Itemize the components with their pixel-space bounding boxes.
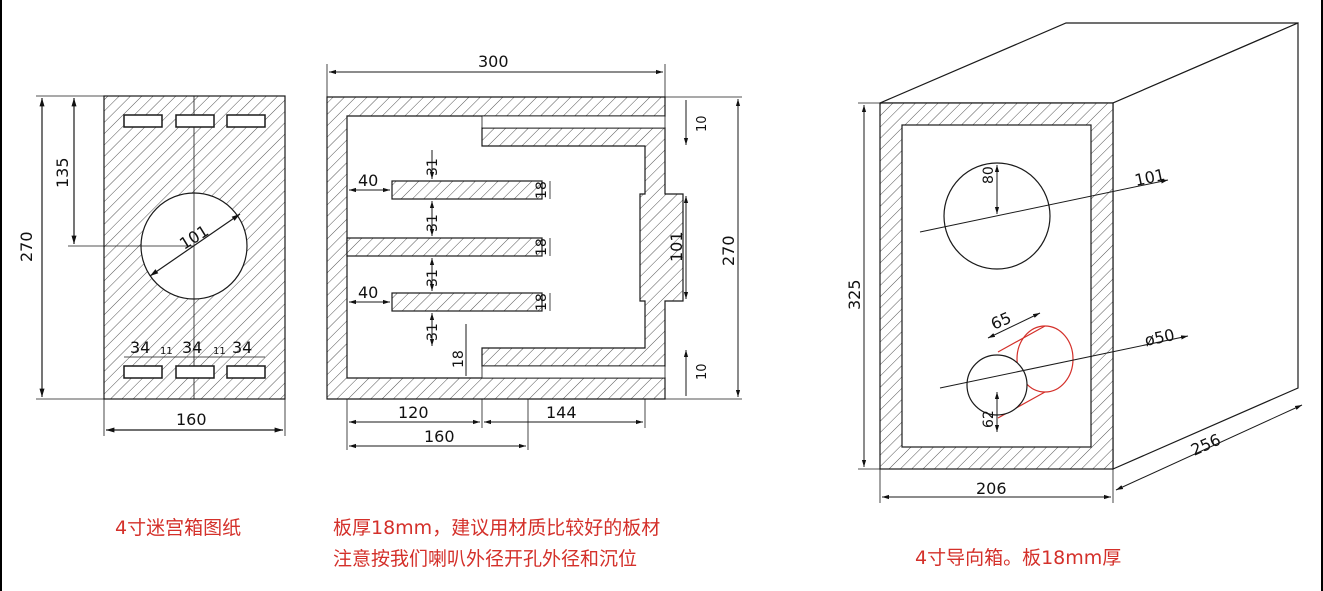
- section-view-labels: 300 270 10 10 101 40 40 31 31 31 31 18 1…: [358, 52, 738, 446]
- center-divider: [346, 237, 543, 257]
- box-dim-height: 325: [845, 279, 864, 310]
- front-dim-center: 135: [53, 157, 72, 188]
- section-dim-mouth: 101: [667, 231, 686, 262]
- bottom-port-slots: [123, 365, 266, 379]
- box-dim-driver-offset: 80: [981, 166, 997, 184]
- captions: 4寸迷宫箱图纸 板厚18mm，建议用材质比较好的板材 注意按我们喇叭外径开孔外径…: [115, 517, 1121, 570]
- section-dim-bottom-total: 160: [424, 427, 455, 446]
- front-port-width-2: 34: [182, 338, 202, 357]
- top-port-slots: [123, 114, 266, 128]
- right-window-edge: [1321, 0, 1323, 591]
- section-dim-depth: 300: [478, 52, 509, 71]
- section-dim-baffle-upper: 40: [358, 171, 378, 190]
- front-dim-height: 270: [17, 231, 36, 262]
- section-dim-bottom-right: 144: [546, 403, 577, 422]
- section-dim-board-4: 18: [451, 350, 467, 368]
- front-port-gap-2: 11: [213, 346, 226, 357]
- section-dim-baffle-lower: 40: [358, 283, 378, 302]
- section-dim-bottom-left: 120: [398, 403, 429, 422]
- section-dim-gap-bottom: 10: [695, 363, 710, 380]
- box-dimensions: [858, 102, 1303, 503]
- lower-baffle: [391, 292, 543, 312]
- upper-baffle: [391, 180, 543, 200]
- section-dim-height: 270: [719, 235, 738, 266]
- box-dim-port-offset: 62: [981, 410, 997, 428]
- front-view: [36, 95, 286, 436]
- caption-ported-title: 4寸导向箱。板18mm厚: [915, 547, 1121, 569]
- caption-note-line-1: 板厚18mm，建议用材质比较好的板材: [333, 517, 660, 539]
- section-dim-board-3: 18: [534, 293, 550, 311]
- driver-chamber-wall: [481, 127, 684, 367]
- front-port-width-3: 34: [232, 338, 252, 357]
- caption-note-line-2: 注意按我们喇叭外径开孔外径和沉位: [333, 548, 637, 570]
- front-port-width-1: 34: [130, 338, 150, 357]
- front-dim-width: 160: [176, 410, 207, 429]
- box-view: [879, 22, 1299, 470]
- section-dim-passage-2: 31: [425, 214, 441, 232]
- cabinet-walls: [326, 96, 666, 400]
- box-dim-width: 206: [976, 479, 1007, 498]
- caption-maze-title: 4寸迷宫箱图纸: [115, 517, 241, 539]
- front-port-gap-1: 11: [160, 346, 173, 357]
- section-view: [326, 96, 684, 400]
- section-dim-passage-3: 31: [425, 269, 441, 287]
- section-dim-passage-1: 31: [425, 158, 441, 176]
- section-dim-board-1: 18: [534, 181, 550, 199]
- left-window-edge: [0, 0, 2, 591]
- section-dimensions: [326, 64, 742, 450]
- section-dim-board-2: 18: [534, 238, 550, 256]
- section-dim-gap-top: 10: [695, 115, 710, 132]
- section-dim-passage-4: 31: [425, 323, 441, 341]
